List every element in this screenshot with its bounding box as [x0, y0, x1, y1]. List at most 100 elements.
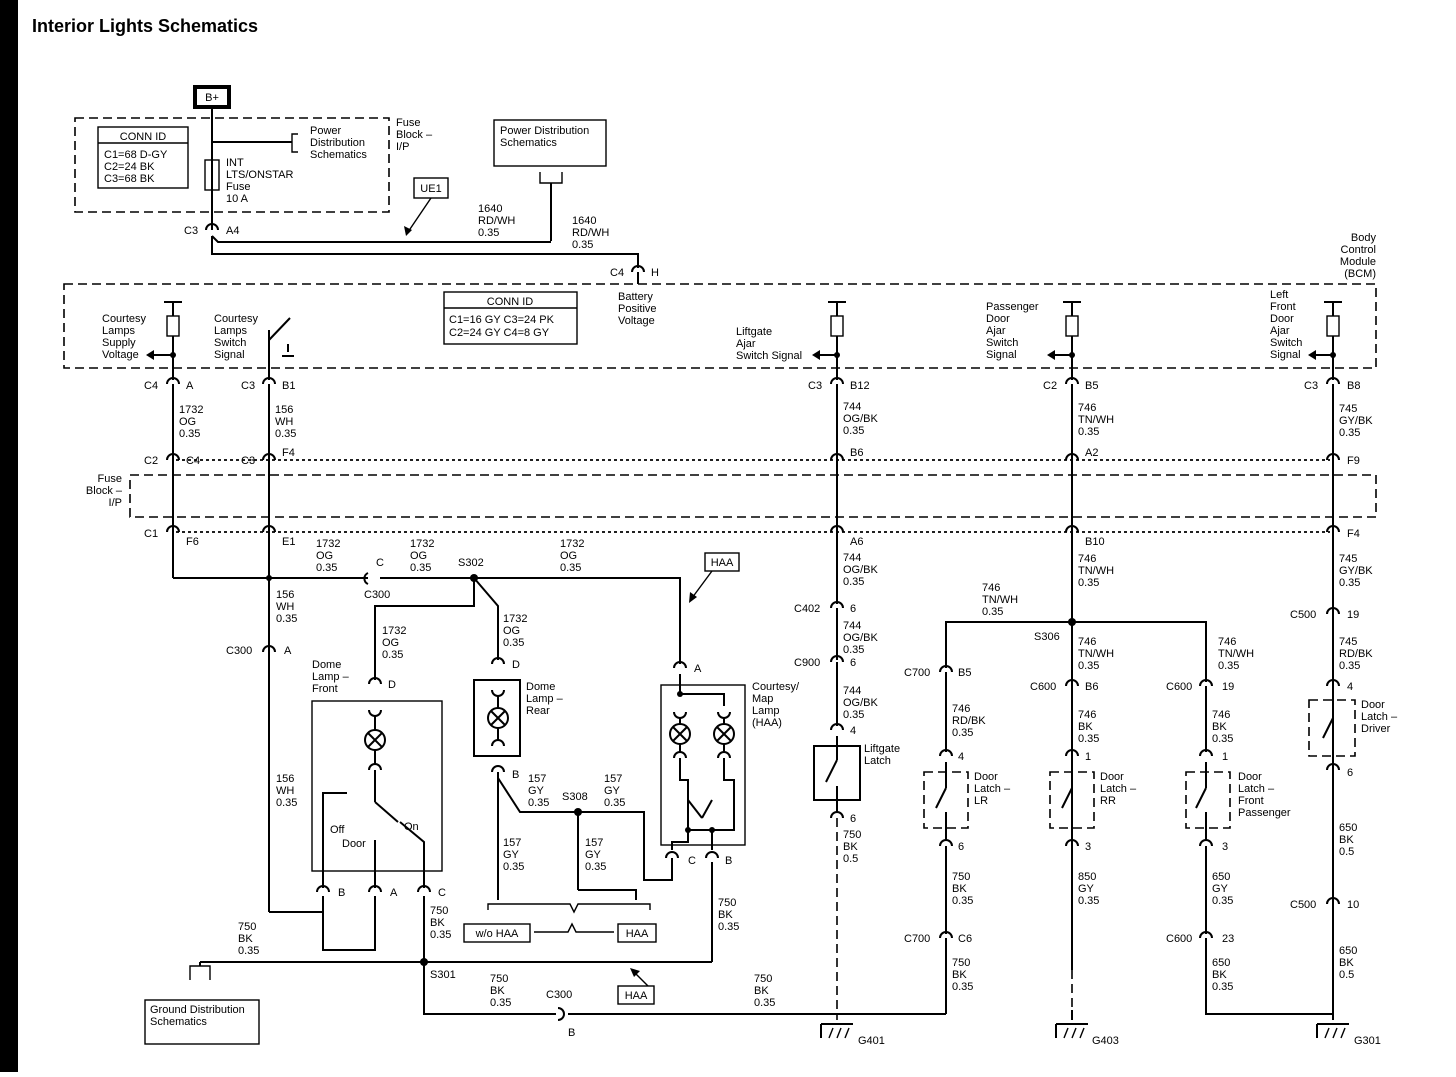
svg-text:BK: BK: [1078, 721, 1093, 733]
svg-text:Supply: Supply: [102, 337, 136, 349]
w157-labels: 157 GY 0.35 157 GY 0.35 S308 157 GY 0.35…: [503, 773, 625, 873]
haa-bottom-badge: HAA: [617, 968, 655, 1005]
svg-text:0.35: 0.35: [1212, 895, 1233, 907]
svg-text:WH: WH: [275, 416, 293, 428]
svg-text:0.35: 0.35: [430, 929, 451, 941]
svg-text:B5: B5: [958, 667, 971, 679]
conn-c4-top: C4: [610, 267, 624, 279]
svg-text:0.35: 0.35: [952, 727, 973, 739]
svg-text:744: 744: [843, 552, 861, 564]
svg-text:GY: GY: [585, 849, 602, 861]
svg-text:10 A: 10 A: [226, 193, 249, 205]
svg-text:HAA: HAA: [711, 557, 734, 569]
svg-text:Courtesy: Courtesy: [102, 313, 147, 325]
svg-text:BK: BK: [430, 917, 445, 929]
svg-text:CONN ID: CONN ID: [120, 131, 167, 143]
svg-text:746: 746: [1078, 709, 1096, 721]
fuse-block-label: Fuse Block – I/P: [396, 117, 433, 153]
svg-text:6: 6: [850, 657, 856, 669]
svg-text:C600: C600: [1030, 681, 1056, 693]
svg-text:Schematics: Schematics: [310, 149, 367, 161]
s306-branch: S306 746 TN/WH 0.35 746 TN/WH 0.35 746 T…: [904, 553, 1333, 1047]
col2-labels: C3 B1 156 WH 0.35 C3 F4 E1: [241, 380, 296, 548]
svg-text:(HAA): (HAA): [752, 717, 782, 729]
svg-text:Lamps: Lamps: [102, 325, 136, 337]
fuse-block-mid-label: Fuse Block – I/P: [86, 473, 123, 509]
svg-text:0.35: 0.35: [1078, 660, 1099, 672]
svg-text:156: 156: [276, 773, 294, 785]
svg-text:B6: B6: [850, 447, 863, 459]
svg-text:C900: C900: [794, 657, 820, 669]
svg-text:0.35: 0.35: [503, 637, 524, 649]
svg-text:Dome: Dome: [312, 659, 341, 671]
svg-text:G401: G401: [858, 1035, 885, 1047]
svg-text:BK: BK: [1212, 969, 1227, 981]
svg-text:Switch Signal: Switch Signal: [736, 350, 802, 362]
liftgate-internal: Liftgate Ajar Switch Signal: [736, 301, 846, 380]
w750-labels: 750 BK 0.35 750 BK 0.35 750 BK 0.35 750 …: [238, 897, 775, 1039]
svg-text:0.35: 0.35: [490, 997, 511, 1009]
svg-text:TN/WH: TN/WH: [1078, 565, 1114, 577]
svg-text:BK: BK: [238, 933, 253, 945]
svg-text:B1: B1: [282, 380, 295, 392]
svg-text:0.35: 0.35: [754, 997, 775, 1009]
svg-text:A6: A6: [850, 536, 863, 548]
svg-text:1732: 1732: [382, 625, 406, 637]
svg-text:750: 750: [490, 973, 508, 985]
svg-text:Front: Front: [1270, 301, 1296, 313]
pds-ref-label: Power Distribution Schematics: [310, 125, 367, 161]
svg-text:Control: Control: [1341, 244, 1376, 256]
svg-text:1732: 1732: [410, 538, 434, 550]
svg-text:Switch: Switch: [1270, 337, 1302, 349]
svg-text:1732: 1732: [179, 404, 203, 416]
svg-text:Left: Left: [1270, 289, 1288, 301]
svg-text:23: 23: [1222, 933, 1234, 945]
svg-text:C: C: [376, 557, 384, 569]
svg-text:0.35: 0.35: [1339, 577, 1360, 589]
svg-text:1: 1: [1222, 751, 1228, 763]
svg-text:750: 750: [754, 973, 772, 985]
svg-text:Ajar: Ajar: [1270, 325, 1290, 337]
svg-text:LTS/ONSTAR: LTS/ONSTAR: [226, 169, 293, 181]
svg-text:D: D: [388, 679, 396, 691]
svg-text:Passenger: Passenger: [1238, 807, 1291, 819]
col4-labels: C2 B5 746 TN/WH 0.35 A2 B10: [1043, 380, 1114, 548]
svg-text:0.35: 0.35: [478, 227, 499, 239]
svg-text:850: 850: [1078, 871, 1096, 883]
svg-text:WH: WH: [276, 601, 294, 613]
svg-text:OG/BK: OG/BK: [843, 413, 879, 425]
svg-text:w/o HAA: w/o HAA: [475, 928, 519, 940]
svg-text:C3: C3: [241, 380, 255, 392]
bcm-outline: [63, 283, 1377, 369]
passenger-internal: Passenger Door Ajar Switch Signal: [986, 301, 1081, 380]
col5-labels: C3 B8 745 GY/BK 0.35 F9 F4: [1304, 380, 1373, 540]
svg-text:OG: OG: [503, 625, 520, 637]
svg-text:UE1: UE1: [420, 183, 441, 195]
svg-text:Positive: Positive: [618, 303, 657, 315]
svg-text:TN/WH: TN/WH: [1218, 648, 1254, 660]
svg-text:D: D: [512, 659, 520, 671]
svg-text:Voltage: Voltage: [102, 349, 139, 361]
svg-text:750: 750: [430, 905, 448, 917]
svg-text:C500: C500: [1290, 609, 1316, 621]
svg-text:Front: Front: [312, 683, 338, 695]
svg-text:BK: BK: [843, 841, 858, 853]
svg-text:Driver: Driver: [1361, 723, 1391, 735]
svg-text:GY/BK: GY/BK: [1339, 565, 1373, 577]
svg-text:19: 19: [1222, 681, 1234, 693]
svg-text:I/P: I/P: [396, 141, 409, 153]
svg-text:GY: GY: [1078, 883, 1095, 895]
svg-text:744: 744: [843, 620, 861, 632]
svg-text:S306: S306: [1034, 631, 1060, 643]
svg-text:0.35: 0.35: [316, 562, 337, 574]
ground-distribution-box: Ground Distribution Schematics: [144, 999, 260, 1045]
svg-text:A2: A2: [1085, 447, 1098, 459]
svg-text:0.35: 0.35: [276, 613, 297, 625]
svg-text:156: 156: [276, 589, 294, 601]
svg-text:BK: BK: [1339, 957, 1354, 969]
svg-text:E1: E1: [282, 536, 295, 548]
svg-text:GY: GY: [1212, 883, 1229, 895]
svg-text:B10: B10: [1085, 536, 1105, 548]
svg-text:Schematics: Schematics: [500, 137, 557, 149]
svg-text:750: 750: [952, 871, 970, 883]
